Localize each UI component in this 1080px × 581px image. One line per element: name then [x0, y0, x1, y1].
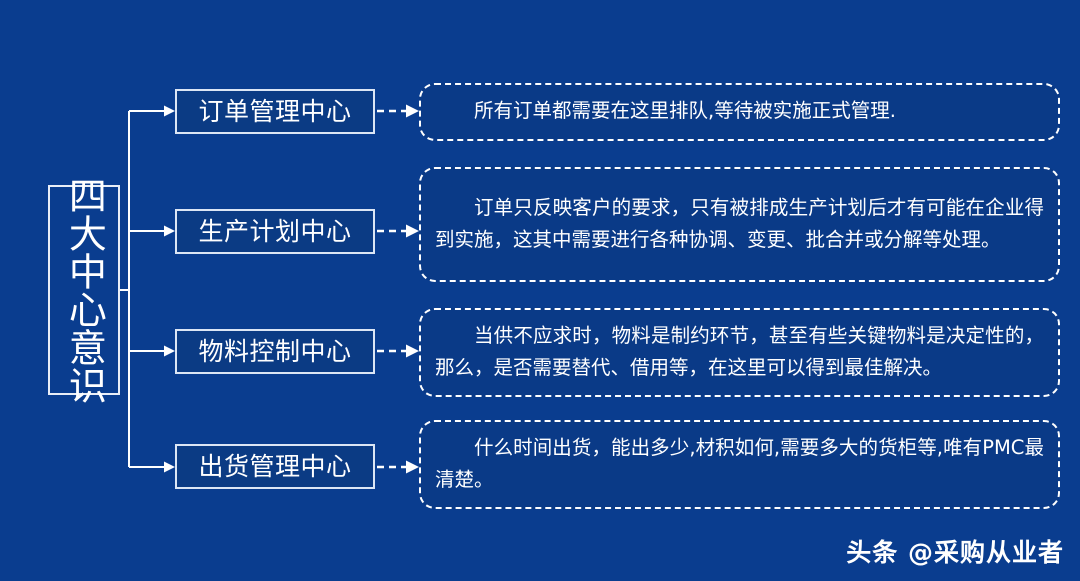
node-label: 生产计划中心 — [198, 217, 352, 246]
node-box-shipping-management[interactable]: 出货管理中心 — [175, 444, 375, 489]
branch-arrowhead-3 — [164, 345, 175, 357]
branch-arrowhead-4 — [164, 461, 175, 473]
node-box-production-planning[interactable]: 生产计划中心 — [175, 209, 375, 254]
description-box-material-control: 当供不应求时，物料是制约环节，甚至有些关键物料是决定性的，那么，是否需要替代、借… — [419, 308, 1060, 397]
node-label: 出货管理中心 — [198, 452, 352, 481]
description-text: 什么时间出货，能出多少,材积如何,需要多大的货柜等,唯有PMC最清楚。 — [435, 435, 1044, 491]
node-label: 订单管理中心 — [198, 97, 352, 126]
root-concept-box: 四大中心意识 — [48, 176, 120, 404]
dashed-arrowheads — [406, 104, 419, 474]
dashed-arrowhead-2 — [406, 224, 419, 238]
description-text: 当供不应求时，物料是制约环节，甚至有些关键物料是决定性的，那么，是否需要替代、借… — [435, 323, 1044, 379]
root-concept-label: 四大中心意识 — [62, 176, 107, 404]
dashed-arrowhead-4 — [406, 460, 419, 474]
node-label: 物料控制中心 — [198, 337, 352, 366]
dashed-arrowhead-3 — [406, 344, 419, 358]
description-text: 所有订单都需要在这里排队,等待被实施正式管理. — [474, 99, 896, 123]
node-box-material-control[interactable]: 物料控制中心 — [175, 329, 375, 374]
branch-arrowhead-2 — [164, 225, 175, 237]
description-box-shipping-management: 什么时间出货，能出多少,材积如何,需要多大的货柜等,唯有PMC最清楚。 — [419, 420, 1060, 509]
dashed-arrowhead-1 — [406, 104, 419, 118]
node-box-order-management[interactable]: 订单管理中心 — [175, 89, 375, 134]
branch-arrowheads — [164, 105, 175, 473]
description-box-production-planning: 订单只反映客户的要求，只有被排成生产计划后才有可能在企业得到实施，这其中需要进行… — [419, 167, 1060, 282]
watermark-text: 头条 @采购从业者 — [846, 538, 1064, 567]
description-text: 订单只反映客户的要求，只有被排成生产计划后才有可能在企业得到实施，这其中需要进行… — [435, 195, 1044, 251]
description-box-order-management: 所有订单都需要在这里排队,等待被实施正式管理. — [419, 83, 1060, 141]
branch-arrowhead-1 — [164, 105, 175, 117]
